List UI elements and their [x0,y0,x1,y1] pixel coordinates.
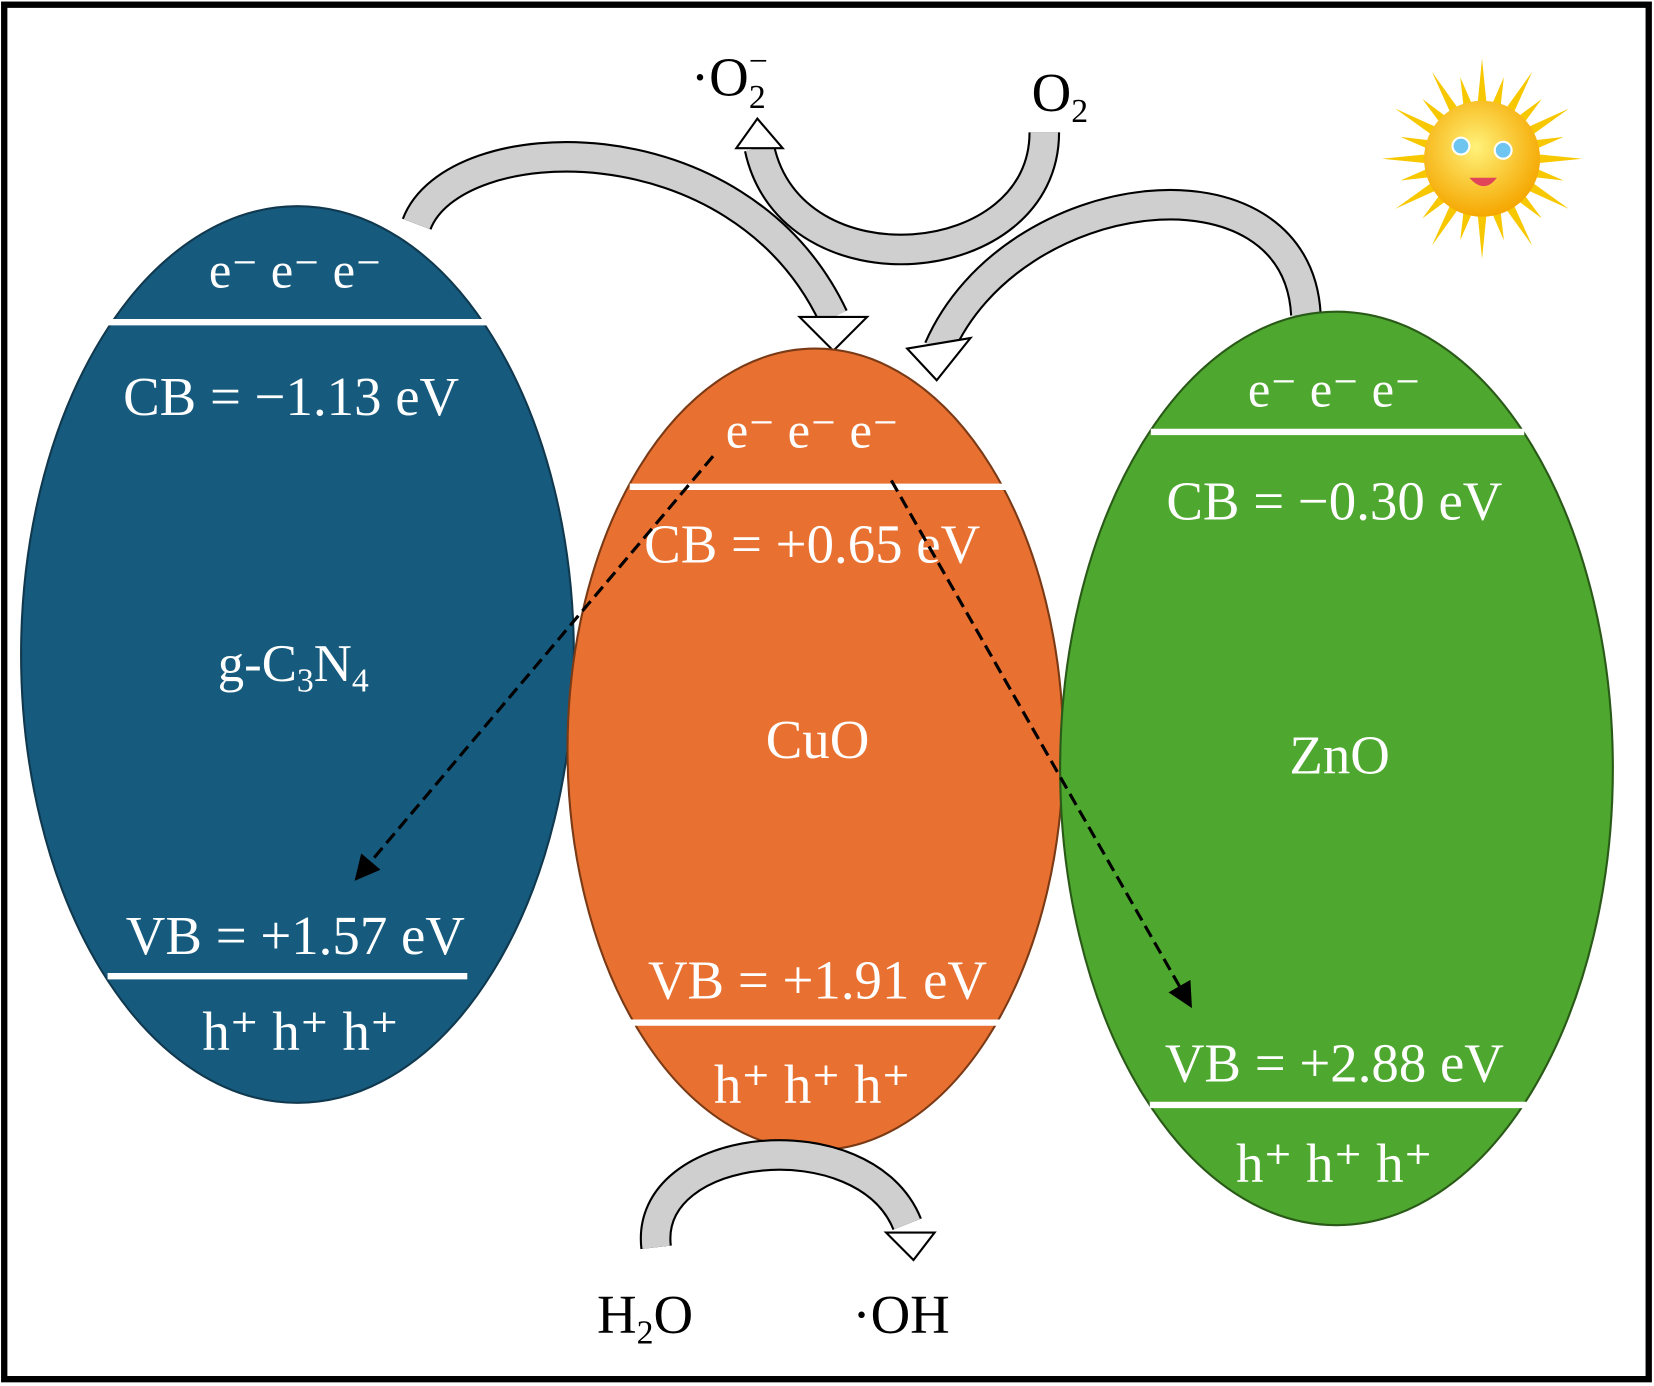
sun-ray [1460,208,1474,241]
band-edge-lines [105,319,1527,1109]
cuo-cb-label: CB = +0.65 eV [644,514,980,575]
gc3n4-name: g-C3N4 [218,635,369,700]
oxygen-reduction-arrow [734,116,1061,266]
gc3n4-holes: h⁺ h⁺ h⁺ [202,1001,399,1062]
hydroxyl-radical-label: ·OH [852,1284,949,1345]
electron-transfer-arrow-zno-to-cuo [905,188,1322,382]
sun-ray [1381,153,1430,164]
sun-ray [1504,201,1533,246]
sun-ray [1534,153,1583,164]
sun-ray [1460,77,1474,110]
sun-ray [1431,201,1460,246]
zno-holes: h⁺ h⁺ h⁺ [1236,1133,1433,1194]
gc3n4-electrons: e⁻ e⁻ e⁻ [209,242,382,298]
dashed-arrow-cuo-to-zno [889,479,1192,1009]
sun-ray [1477,211,1487,259]
gc3n4-ellipse [20,205,575,1104]
water-label: H2O [597,1284,693,1352]
sun-ray [1491,77,1504,110]
zno-ellipse [1059,310,1614,1227]
sun-ray [1431,71,1460,116]
sun-ray [1400,167,1433,181]
sun-ray [1395,180,1439,209]
sun-ray [1504,71,1533,116]
cuo-name: CuO [766,709,870,770]
sun-icon [1381,58,1583,259]
sun-ray [1531,136,1564,150]
cuo-electrons: e⁻ e⁻ e⁻ [726,403,899,459]
sun-ray [1525,180,1569,209]
gc3n4-cb-label: CB = −1.13 eV [123,366,459,427]
sun-ray [1477,58,1487,107]
zno-electrons: e⁻ e⁻ e⁻ [1248,362,1421,418]
cuo-holes: h⁺ h⁺ h⁺ [714,1054,911,1115]
sun-ray [1491,208,1504,241]
superoxide-label: ·O−2 [691,43,768,116]
zno-cb-label: CB = −0.30 eV [1166,470,1502,531]
gc3n4-vb-label: VB = +1.57 eV [126,905,465,966]
zno-vb-label: VB = +2.88 eV [1165,1033,1504,1094]
electron-transfer-arrow-gc3n4-to-cuo [401,141,870,353]
dashed-arrow-cuo-to-gc3n4 [354,455,715,881]
sun-ray [1525,108,1569,137]
cuo-vb-label: VB = +1.91 eV [648,949,987,1010]
sun-ray [1400,136,1433,150]
zno-name: ZnO [1289,725,1390,786]
sun-ray [1531,167,1564,181]
water-oxidation-arrow [639,1139,937,1262]
sun-ray [1395,108,1439,137]
oxygen-label: O2 [1032,62,1088,130]
